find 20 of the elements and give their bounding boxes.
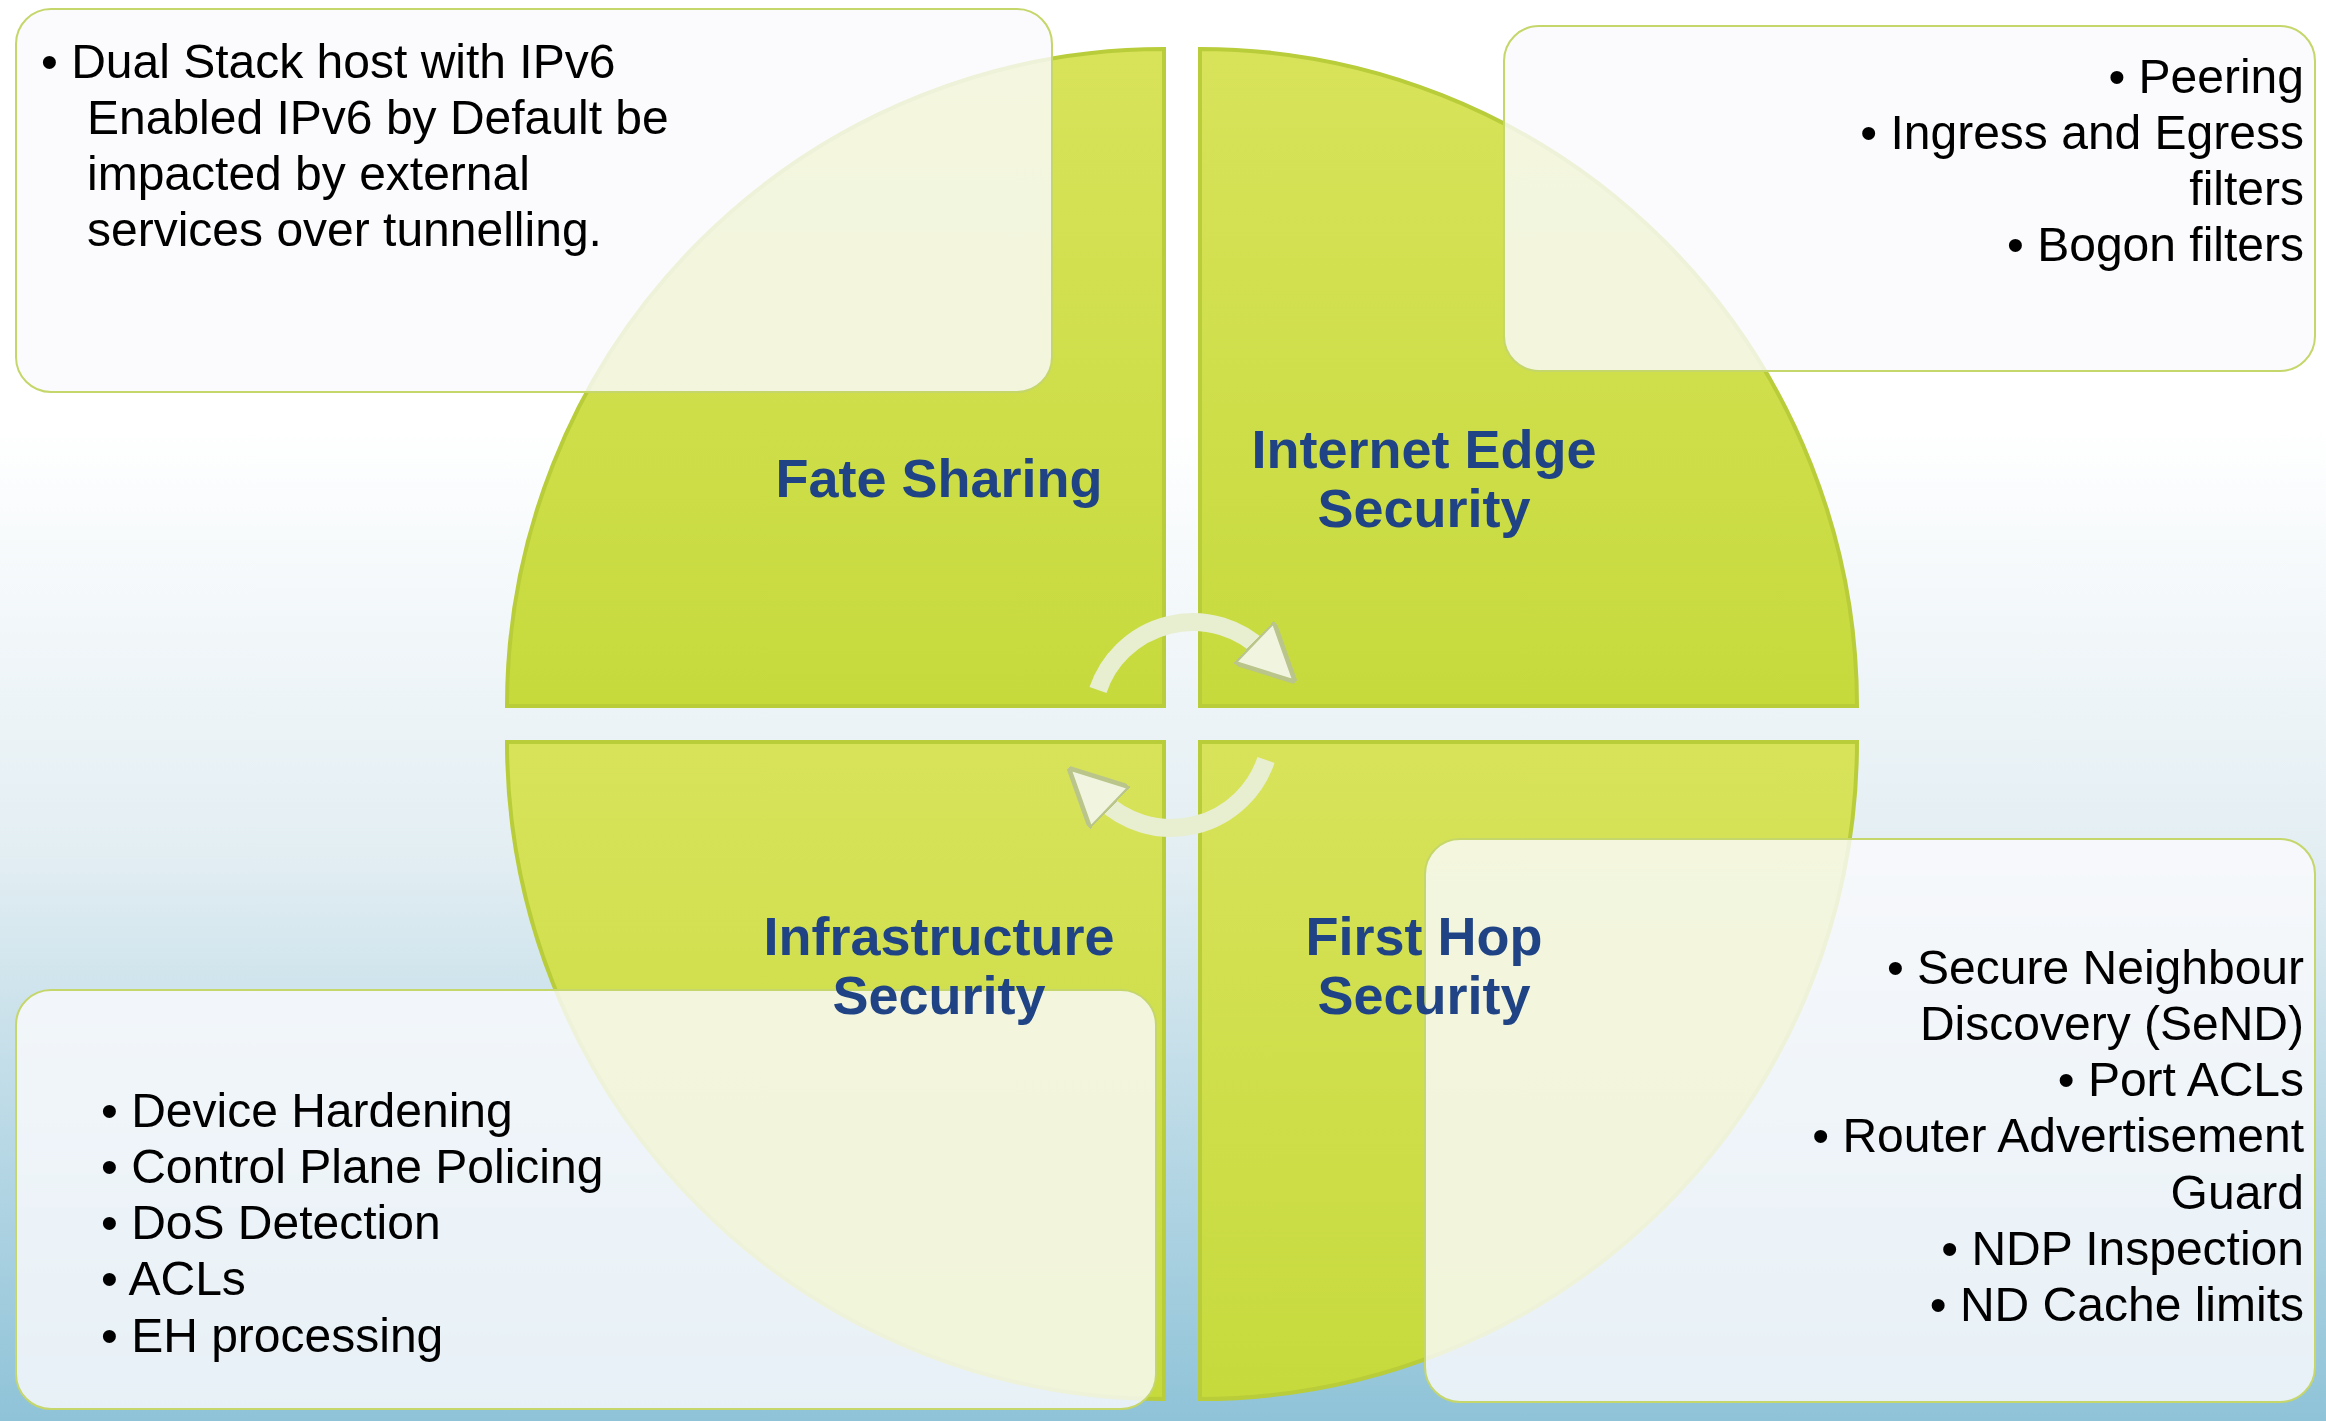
bullet-item: • Port ACLs <box>2056 1052 2304 1109</box>
bullet-item: • Control Plane Policing <box>101 1139 605 1196</box>
curved-arrow <box>1089 613 1300 694</box>
text-box <box>1503 25 2316 372</box>
bullet-item: • Peering <box>2107 49 2304 105</box>
bullet-item: • ACLs <box>101 1251 247 1308</box>
bullet-item: • EH processing <box>101 1307 445 1364</box>
bullet-item: • Router Advertisement Guard <box>1811 1108 2304 1221</box>
curved-arrow <box>1064 756 1275 837</box>
quadrant-title: Internet Edge Security <box>1250 419 1598 539</box>
bullet-item: • Secure Neighbour Discovery (SeND) <box>1885 940 2304 1053</box>
bullet-item: • Dual Stack host with IPv6 Enabled IPv6 by Default be impacted by external services over tunnelling. <box>41 34 670 259</box>
bullet-item: • NDP Inspection <box>1940 1220 2304 1277</box>
bullet-item: • ND Cache limits <box>1928 1276 2304 1333</box>
bullet-item: • DoS Detection <box>101 1195 442 1252</box>
bullet-item: • Device Hardening <box>101 1083 514 1139</box>
bullet-item: • Bogon filters <box>2006 217 2304 274</box>
text-box <box>15 8 1053 393</box>
quadrant-title: Fate Sharing <box>774 449 1104 509</box>
bullet-item: • Ingress and Egress filters <box>1859 105 2304 218</box>
